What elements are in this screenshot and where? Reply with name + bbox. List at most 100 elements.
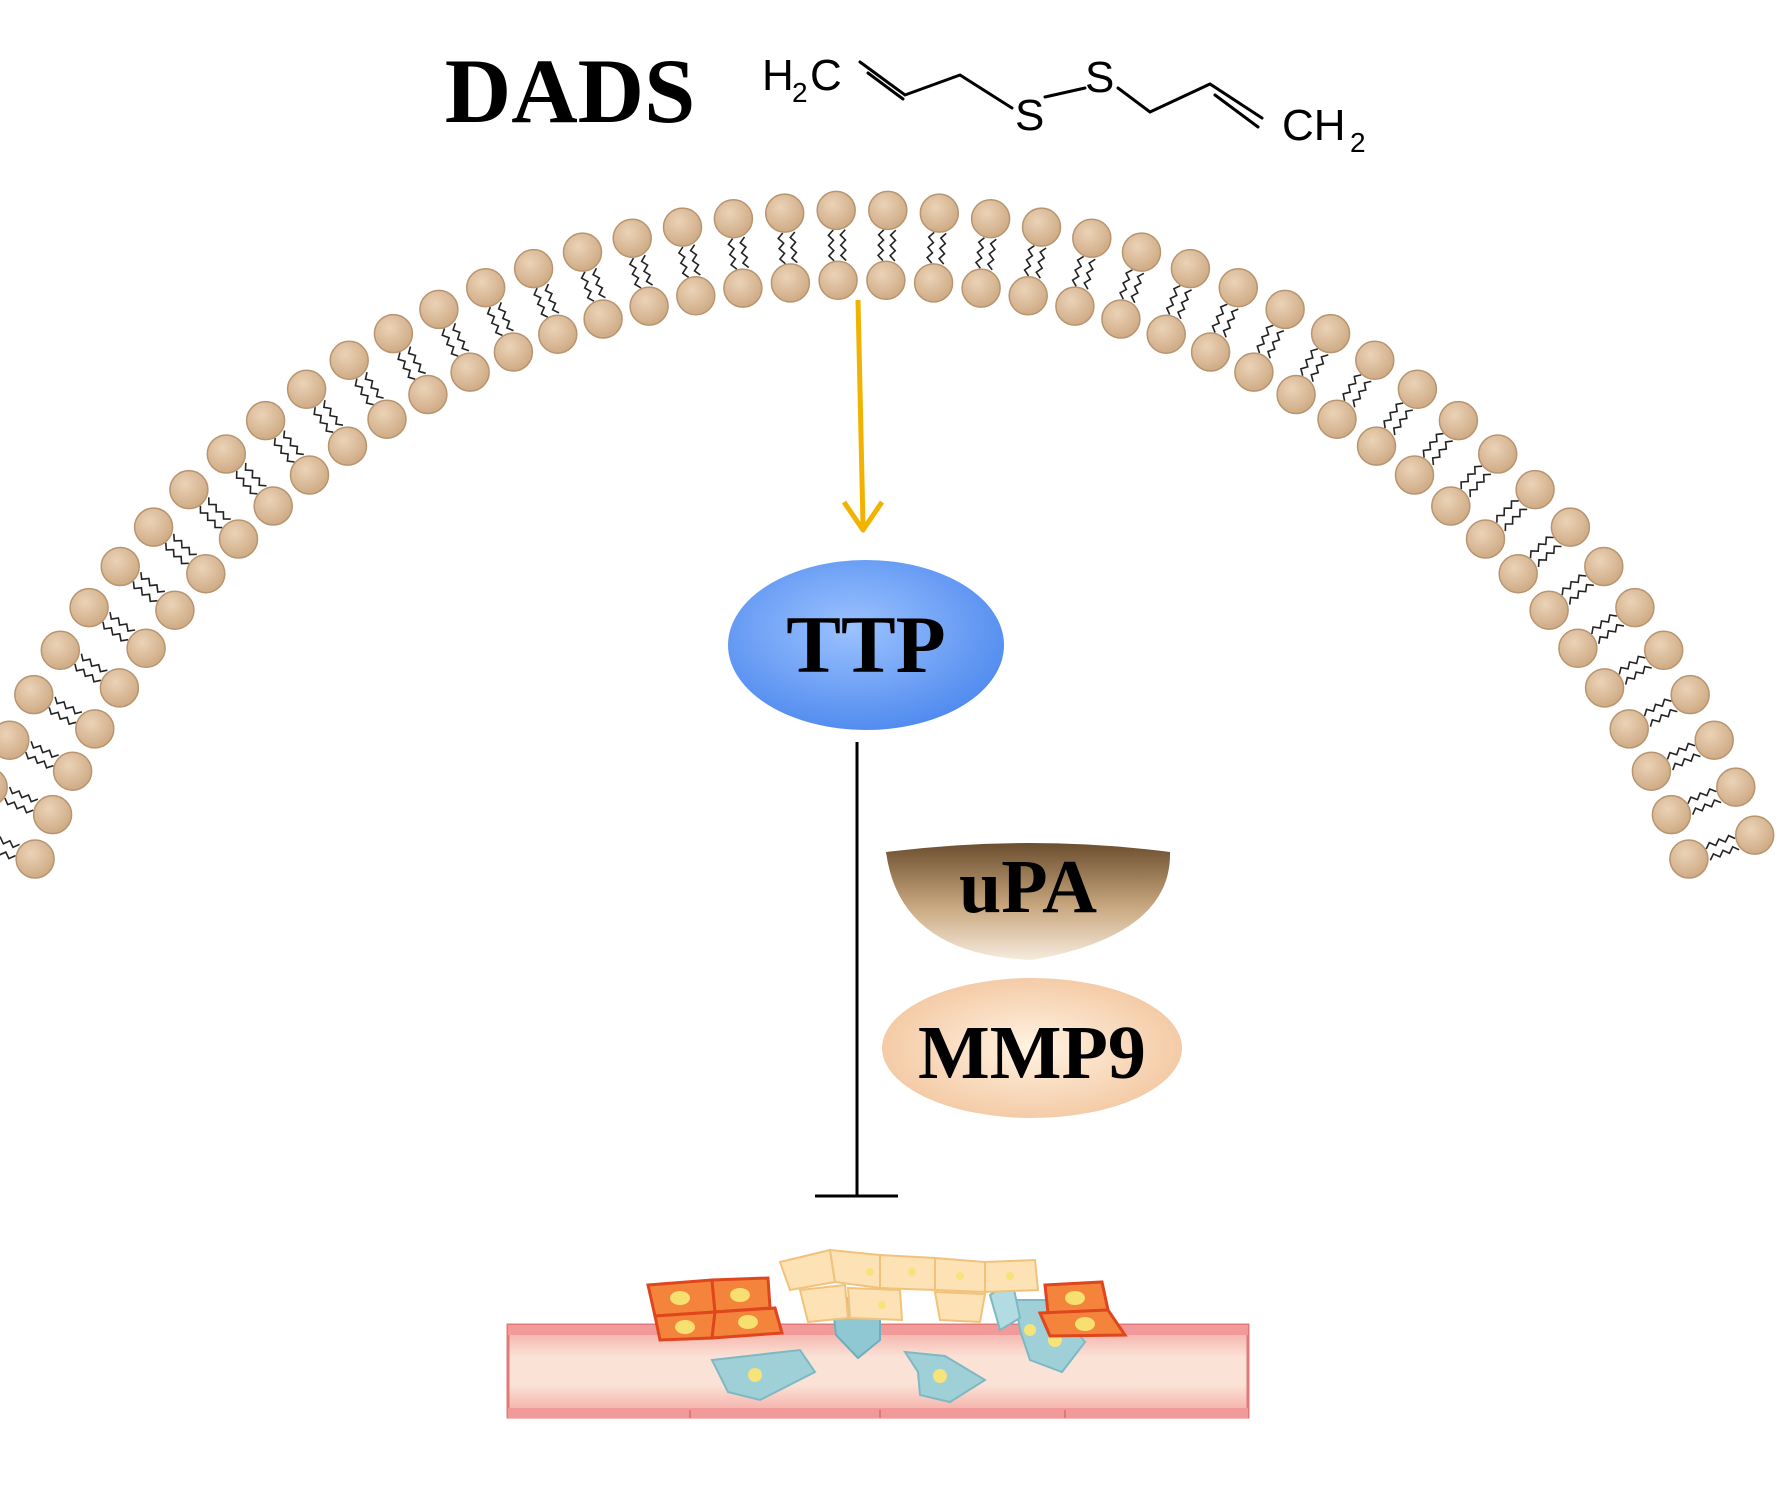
lipid-tail	[199, 505, 223, 529]
lipid-tail	[592, 267, 606, 299]
lipid-tail	[4, 797, 34, 814]
lipid-tail	[1310, 354, 1329, 382]
lipid-head-inner	[155, 590, 195, 630]
lipid-tail	[1460, 465, 1483, 490]
dads-atom-labels: H 2 C S S CH 2	[762, 51, 1366, 158]
lipid-tail	[925, 231, 935, 264]
lipid-head-outer	[513, 248, 554, 289]
lipid-tail	[173, 533, 197, 556]
lipid-head-outer	[919, 193, 960, 233]
lipid-tail	[282, 430, 304, 456]
lipid-head-outer	[1615, 587, 1655, 628]
lipid-head-outer	[329, 340, 369, 381]
activation-arrow	[841, 299, 885, 533]
lipid-tail	[1266, 329, 1285, 359]
lipid-tail	[1176, 289, 1192, 320]
lipid-head-inner	[866, 260, 906, 301]
lipid-tail	[208, 497, 231, 520]
lipid-tail	[689, 244, 701, 276]
lipid-tail	[777, 232, 786, 265]
lipid-tail	[102, 621, 129, 642]
lipid-tail	[1392, 409, 1413, 436]
lipid-head-inner	[15, 839, 55, 879]
lipid-tail	[30, 741, 59, 759]
lipid-head-inner	[770, 263, 811, 303]
lipid-tail	[1687, 787, 1717, 805]
lipid-head-outer	[562, 232, 603, 272]
lipid-tail	[1529, 536, 1554, 559]
lipid-head-inner	[1498, 553, 1538, 594]
lipid-head-outer	[0, 771, 8, 803]
lipid-head-inner	[75, 709, 115, 749]
lipid-head-outer	[1218, 267, 1259, 308]
lipid-head-outer	[69, 587, 109, 628]
lipid-tail	[727, 238, 738, 270]
lipid-tail	[839, 229, 847, 262]
lipid-tail	[140, 572, 165, 593]
lipid-head-outer	[1170, 248, 1211, 289]
lipid-tail	[677, 246, 690, 278]
lipid-tail	[1256, 324, 1274, 354]
lipid-head-outer	[1121, 232, 1162, 272]
mmp9-label: MMP9	[918, 1011, 1146, 1095]
lipid-head-outer	[1716, 767, 1756, 807]
lipid-head-inner	[367, 399, 407, 439]
lipid-tail	[354, 378, 374, 406]
lipid-tail	[441, 328, 459, 357]
lipid-tail	[1023, 245, 1035, 277]
lipid-head-inner	[1394, 455, 1435, 495]
lipid-tail	[132, 581, 158, 603]
lipid-head-inner	[1631, 751, 1672, 791]
lipid-tail	[1691, 798, 1722, 816]
lipid-head-outer	[133, 507, 174, 547]
lipid-tail	[986, 238, 997, 271]
lipid-tail	[1591, 614, 1618, 635]
lipid-tail	[1165, 284, 1181, 315]
lipid-head-outer	[970, 198, 1011, 239]
lipid-head-inner	[450, 352, 490, 392]
lipid-tail	[789, 231, 798, 264]
lipid-head-outer	[286, 369, 327, 410]
upa-node: uPA	[886, 843, 1171, 960]
lipid-head-outer	[0, 720, 30, 760]
lipid-head-outer	[1438, 400, 1479, 441]
dads-double-bond-right	[1213, 93, 1260, 129]
lipid-tail	[937, 232, 947, 265]
lipid-head-inner	[253, 486, 293, 526]
lipid-tail	[1643, 698, 1672, 717]
lipid-tail	[1083, 258, 1096, 290]
lipid-head-inner	[126, 628, 166, 669]
dads-ch-subscript: 2	[1350, 127, 1366, 158]
lipid-tail	[1672, 753, 1701, 771]
lipid-head-outer	[14, 674, 54, 715]
inhibition-arrow	[815, 742, 898, 1198]
lipid-tail	[1568, 583, 1594, 605]
lipid-tail	[628, 257, 642, 289]
lipid-head-outer	[1584, 546, 1624, 587]
lipid-head-outer	[40, 630, 81, 671]
lipid-tail	[888, 229, 897, 262]
lipid-head-outer	[612, 218, 652, 258]
lipid-head-outer	[206, 434, 247, 474]
lipid-head-inner	[676, 276, 716, 316]
lipid-head-inner	[218, 519, 259, 559]
lipid-tail	[1561, 574, 1587, 596]
lipid-head-inner	[1465, 519, 1506, 559]
lipid-tail	[364, 372, 384, 399]
lipid-tail	[48, 707, 77, 726]
dads-bond-right	[1116, 82, 1264, 120]
lipid-tail	[0, 851, 16, 860]
lipid-tail	[1130, 272, 1145, 304]
lipid-head-outer	[1670, 674, 1710, 715]
lipid-head-outer	[1477, 434, 1518, 474]
lipid-tail	[235, 470, 258, 495]
ttp-label: TTP	[786, 599, 945, 690]
lipid-head-inner	[1669, 839, 1709, 879]
lipid-head-outer	[1355, 340, 1395, 381]
lipid-tail	[8, 786, 39, 803]
lipid-tail	[1618, 655, 1646, 675]
lipid-tail	[1342, 374, 1362, 401]
lipid-tail	[313, 407, 334, 433]
lipid-tail	[74, 663, 102, 683]
lipid-tail	[1071, 255, 1085, 287]
